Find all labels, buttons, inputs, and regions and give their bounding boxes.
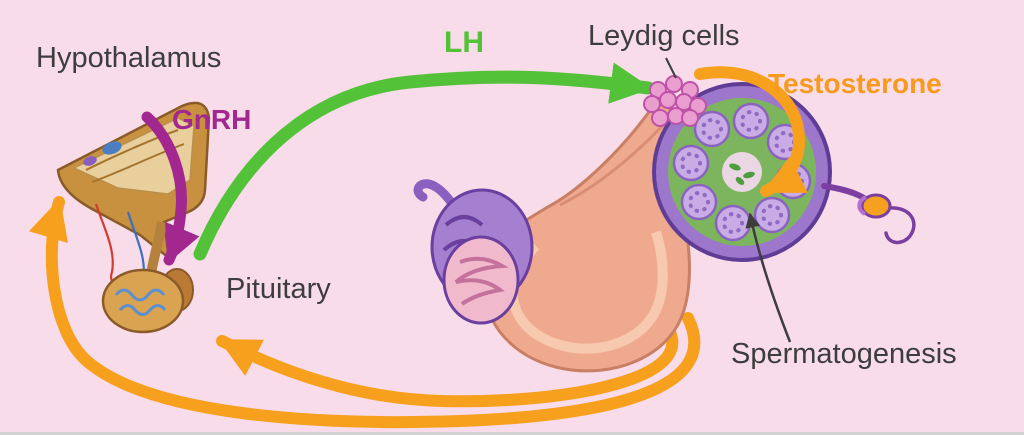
pituitary-gland-illustration bbox=[101, 268, 194, 334]
testosterone-feedback-arrow-pituitary bbox=[216, 326, 679, 408]
hypothalamus-illustration bbox=[56, 101, 211, 334]
leydig-pointer-line bbox=[665, 57, 677, 79]
gnrh-arrow bbox=[141, 111, 200, 266]
bottom-divider bbox=[0, 432, 1024, 435]
epididymis-illustration bbox=[413, 179, 534, 325]
label-testosterone: Testosterone bbox=[768, 68, 942, 99]
lh-arrow bbox=[193, 62, 655, 261]
label-lh: LH bbox=[444, 26, 484, 59]
label-pituitary: Pituitary bbox=[226, 273, 331, 305]
sperm-icon bbox=[821, 183, 916, 245]
label-gnrh: GnRH bbox=[172, 104, 252, 135]
testosterone-feedback-arrow-hypothalamus bbox=[28, 196, 701, 429]
label-leydig-cells: Leydig cells bbox=[588, 20, 740, 52]
spermatogenesis-pointer-arrow bbox=[745, 212, 792, 343]
label-hypothalamus: Hypothalamus bbox=[36, 42, 222, 74]
label-spermatogenesis: Spermatogenesis bbox=[731, 338, 957, 370]
testosterone-arrow bbox=[694, 66, 808, 197]
leydig-cells-cluster bbox=[643, 75, 707, 127]
